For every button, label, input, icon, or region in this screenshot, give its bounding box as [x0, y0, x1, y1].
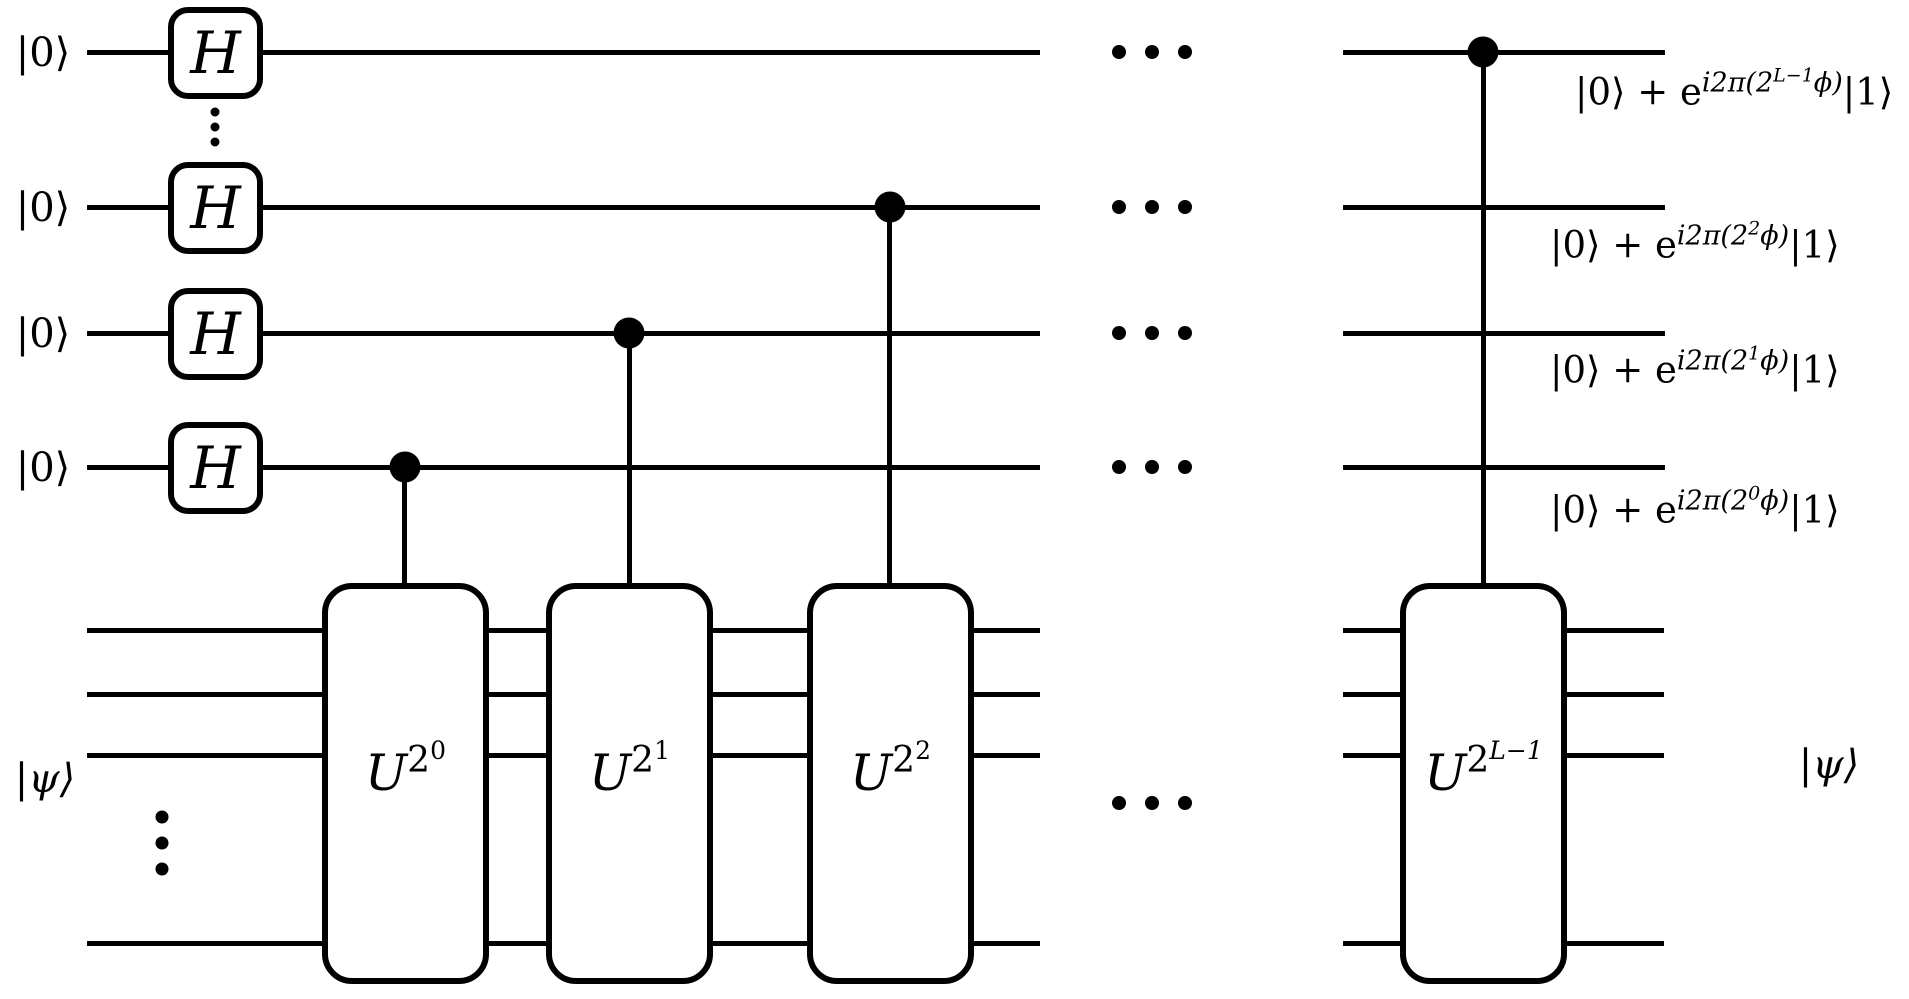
- ket-zero-label-2: |0⟩: [15, 185, 71, 231]
- hadamard-gate-3: H: [168, 288, 263, 380]
- formula-exponent-power: L−1: [1773, 64, 1814, 87]
- controlled-unitary-gate-u20: U20: [322, 583, 489, 984]
- formula-prefix: |0⟩ + e: [1575, 70, 1702, 114]
- counting-wire-1-left: [87, 50, 1040, 55]
- unitary-label: U22: [850, 738, 931, 802]
- controlled-unitary-gate-u21: U21: [546, 583, 713, 984]
- control-dot-u21: [613, 317, 645, 349]
- formula-exponent-power: 0: [1748, 482, 1761, 505]
- formula-prefix: |0⟩ + e: [1550, 488, 1677, 532]
- control-line-u21: [627, 333, 632, 585]
- unitary-label: U20: [365, 738, 446, 802]
- formula-suffix: |1⟩: [1789, 488, 1840, 532]
- formula-exponent: i2π(22ϕ): [1676, 217, 1790, 252]
- unitary-base: U: [365, 743, 408, 802]
- formula-suffix: |1⟩: [1789, 348, 1840, 392]
- output-state-wire2: |0⟩ + ei2π(22ϕ)|1⟩: [1550, 219, 1840, 267]
- formula-prefix: |0⟩ + e: [1550, 223, 1677, 267]
- formula-suffix: |1⟩: [1789, 223, 1840, 267]
- unitary-exp-power: 1: [654, 735, 670, 765]
- output-state-wire3: |0⟩ + ei2π(21ϕ)|1⟩: [1550, 344, 1840, 392]
- counting-wire-3-left: [87, 331, 1040, 336]
- counting-wire-3-right: [1343, 331, 1665, 336]
- hadamard-label: H: [190, 434, 241, 502]
- formula-exponent: i2π(2L−1ϕ): [1701, 64, 1843, 99]
- control-line-u2L1: [1481, 52, 1486, 585]
- counting-wire-4-left: [87, 465, 1040, 470]
- unitary-base: U: [850, 743, 893, 802]
- formula-exponent: i2π(21ϕ): [1676, 342, 1790, 377]
- hadamard-gate-2: H: [168, 162, 263, 254]
- control-dot-u20: [389, 451, 421, 483]
- unitary-label: U21: [589, 738, 670, 802]
- hadamard-gate-4: H: [168, 422, 263, 514]
- horizontal-ellipsis-icon-wire4: [1112, 460, 1192, 474]
- hadamard-label: H: [190, 300, 241, 368]
- formula-exponent-power: 2: [1748, 217, 1761, 240]
- counting-wire-2-right: [1343, 205, 1665, 210]
- controlled-unitary-gate-u2L1: U2L−1: [1400, 583, 1567, 984]
- unitary-exp-power: L−1: [1489, 735, 1543, 765]
- hadamard-label: H: [190, 19, 241, 87]
- formula-suffix: |1⟩: [1842, 70, 1894, 114]
- output-state-wire1: |0⟩ + ei2π(2L−1ϕ)|1⟩: [1575, 66, 1894, 114]
- unitary-exp-base: 2: [1466, 739, 1490, 781]
- control-line-u20: [402, 467, 407, 585]
- horizontal-ellipsis-icon-wire2: [1112, 200, 1192, 214]
- unitary-base: U: [589, 743, 632, 802]
- unitary-base: U: [1424, 743, 1467, 802]
- formula-exponent: i2π(20ϕ): [1676, 482, 1790, 517]
- hadamard-gate-1: H: [168, 7, 263, 99]
- vertical-ellipsis-icon-target: [155, 810, 169, 876]
- formula-prefix: |0⟩ + e: [1550, 348, 1677, 392]
- output-state-wire4: |0⟩ + ei2π(20ϕ)|1⟩: [1550, 484, 1840, 532]
- control-line-u22: [887, 207, 892, 585]
- counting-wire-1-right: [1343, 50, 1665, 55]
- vertical-ellipsis-icon-counting: [210, 107, 220, 147]
- unitary-label: U2L−1: [1424, 738, 1543, 802]
- unitary-exp-power: 2: [915, 735, 931, 765]
- ket-psi-input-label: |ψ⟩: [14, 756, 76, 802]
- counting-wire-4-right: [1343, 465, 1665, 470]
- unitary-exp-power: 0: [430, 735, 446, 765]
- unitary-exp-base: 2: [407, 739, 431, 781]
- unitary-exp-base: 2: [631, 739, 655, 781]
- unitary-exp-base: 2: [892, 739, 916, 781]
- horizontal-ellipsis-icon-wire3: [1112, 326, 1192, 340]
- ket-zero-label-3: |0⟩: [15, 311, 71, 357]
- ket-zero-label-1: |0⟩: [15, 30, 71, 76]
- counting-wire-2-left: [87, 205, 1040, 210]
- controlled-unitary-gate-u22: U22: [807, 583, 974, 984]
- hadamard-label: H: [190, 174, 241, 242]
- ket-zero-label-4: |0⟩: [15, 445, 71, 491]
- horizontal-ellipsis-icon-target: [1112, 796, 1192, 810]
- formula-exponent-power: 1: [1748, 342, 1761, 365]
- control-dot-u2L1: [1467, 36, 1499, 68]
- control-dot-u22: [874, 191, 906, 223]
- horizontal-ellipsis-icon-wire1: [1112, 45, 1192, 59]
- ket-psi-output-label: |ψ⟩: [1798, 742, 1860, 788]
